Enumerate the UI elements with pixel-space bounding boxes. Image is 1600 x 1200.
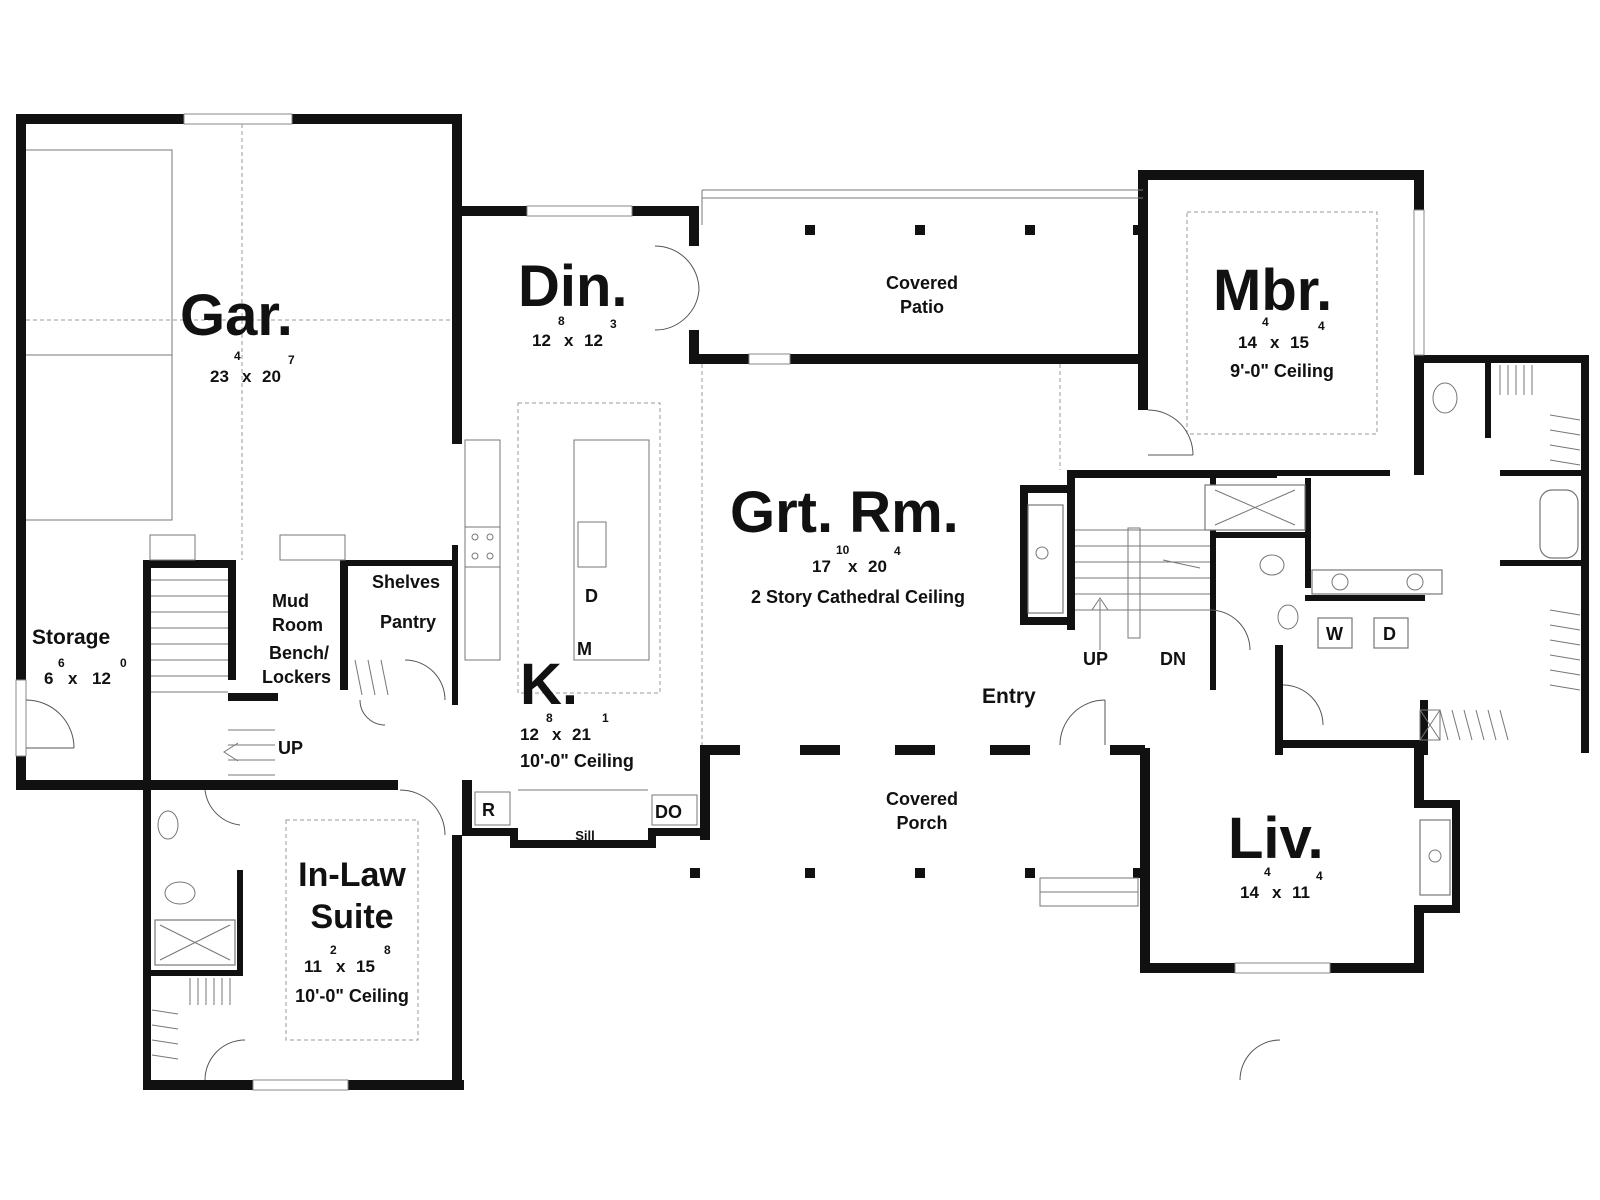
room-name: K. [520, 652, 578, 717]
svg-text:8: 8 [384, 943, 391, 957]
double-oven-label: DO [655, 802, 682, 822]
svg-text:x: x [564, 331, 574, 350]
detail-lines [26, 124, 1581, 1060]
room-name: Entry [982, 685, 1036, 708]
refrigerator-label: R [482, 800, 495, 820]
svg-text:x: x [242, 367, 252, 386]
svg-text:Porch: Porch [896, 813, 947, 833]
room-living: Liv. 14 4 x 11 4 [1228, 806, 1324, 902]
room-name: Mbr. [1213, 258, 1332, 323]
room-in-law-suite: In-Law Suite 11 2 x 15 8 10'-0" Ceiling [295, 856, 409, 1006]
windows [15, 113, 1425, 1091]
svg-text:10'-0" Ceiling: 10'-0" Ceiling [295, 986, 409, 1006]
washer-label: W [1326, 624, 1343, 644]
svg-text:23: 23 [210, 367, 229, 386]
svg-text:20: 20 [868, 557, 887, 576]
walls [16, 114, 1589, 1090]
room-name: Liv. [1228, 806, 1324, 871]
svg-text:4: 4 [1264, 865, 1271, 879]
dishwasher-label: D [585, 586, 598, 606]
svg-text:9'-0" Ceiling: 9'-0" Ceiling [1230, 361, 1334, 381]
svg-text:4: 4 [894, 544, 901, 558]
svg-text:12: 12 [92, 669, 111, 688]
svg-text:15: 15 [356, 957, 375, 976]
svg-text:4: 4 [1318, 319, 1325, 333]
stair-down-label: DN [1160, 649, 1186, 669]
room-name: Grt. Rm. [730, 480, 959, 545]
svg-text:Covered: Covered [886, 789, 958, 809]
svg-text:Pantry: Pantry [380, 612, 436, 632]
svg-text:21: 21 [572, 725, 591, 744]
sill-label: Sill [575, 828, 595, 843]
svg-text:12: 12 [584, 331, 603, 350]
doors [25, 245, 1324, 1081]
svg-text:3: 3 [610, 317, 617, 331]
svg-text:4: 4 [1316, 869, 1323, 883]
room-storage: Storage 6 6 x 12 0 [32, 626, 127, 688]
room-name: Storage [32, 626, 110, 649]
svg-text:1: 1 [602, 711, 609, 725]
svg-text:Shelves: Shelves [372, 572, 440, 592]
laundry: W D [1326, 624, 1396, 644]
svg-text:Mud: Mud [272, 591, 309, 611]
svg-text:15: 15 [1290, 333, 1309, 352]
room-garage: Gar. 23 4 x 20 7 [180, 283, 295, 386]
svg-text:x: x [552, 725, 562, 744]
svg-text:Suite: Suite [310, 898, 393, 936]
svg-text:11: 11 [1292, 883, 1310, 902]
svg-text:4: 4 [1262, 315, 1269, 329]
svg-text:Bench/: Bench/ [269, 643, 329, 663]
room-great-room: Grt. Rm. 17 10 x 20 4 2 Story Cathedral … [730, 480, 965, 607]
svg-text:10'-0" Ceiling: 10'-0" Ceiling [520, 751, 634, 771]
room-dining: Din. 12 8 x 12 3 [518, 254, 628, 350]
svg-text:2 Story Cathedral Ceiling: 2 Story Cathedral Ceiling [751, 587, 965, 607]
svg-text:Patio: Patio [900, 297, 944, 317]
room-entry: Entry UP DN UP [278, 649, 1186, 758]
room-kitchen: K. 12 8 x 21 1 10'-0" Ceiling D M R DO S… [482, 586, 682, 843]
svg-text:14: 14 [1240, 883, 1259, 902]
room-covered-porch: Covered Porch [886, 789, 958, 833]
svg-text:4: 4 [234, 349, 241, 363]
microwave-label: M [577, 639, 592, 659]
svg-text:11: 11 [304, 957, 322, 976]
svg-text:10: 10 [836, 543, 850, 557]
svg-text:Room: Room [272, 615, 323, 635]
svg-text:20: 20 [262, 367, 281, 386]
svg-text:7: 7 [288, 353, 295, 367]
svg-text:17: 17 [812, 557, 831, 576]
svg-text:x: x [68, 669, 78, 688]
svg-text:8: 8 [558, 314, 565, 328]
room-mud-room: Mud Room Bench/ Lockers [262, 591, 331, 687]
room-covered-patio: Covered Patio [886, 273, 958, 317]
svg-text:2: 2 [330, 943, 337, 957]
room-name: Din. [518, 254, 628, 319]
room-name: Gar. [180, 283, 293, 348]
svg-text:x: x [1270, 333, 1280, 352]
svg-text:12: 12 [520, 725, 539, 744]
svg-text:6: 6 [44, 669, 53, 688]
svg-text:Covered: Covered [886, 273, 958, 293]
svg-text:0: 0 [120, 656, 127, 670]
svg-text:14: 14 [1238, 333, 1257, 352]
svg-text:Lockers: Lockers [262, 667, 331, 687]
svg-text:12: 12 [532, 331, 551, 350]
svg-text:x: x [336, 957, 346, 976]
svg-text:8: 8 [546, 711, 553, 725]
garage-stair-up-label: UP [278, 738, 303, 758]
stair-up-label: UP [1083, 649, 1108, 669]
svg-text:6: 6 [58, 656, 65, 670]
svg-text:x: x [1272, 883, 1282, 902]
room-master-bedroom: Mbr. 14 4 x 15 4 9'-0" Ceiling [1213, 258, 1334, 381]
dryer-label: D [1383, 624, 1396, 644]
room-name: In-Law [298, 856, 406, 894]
room-pantry: Shelves Pantry [372, 572, 440, 632]
svg-text:x: x [848, 557, 858, 576]
